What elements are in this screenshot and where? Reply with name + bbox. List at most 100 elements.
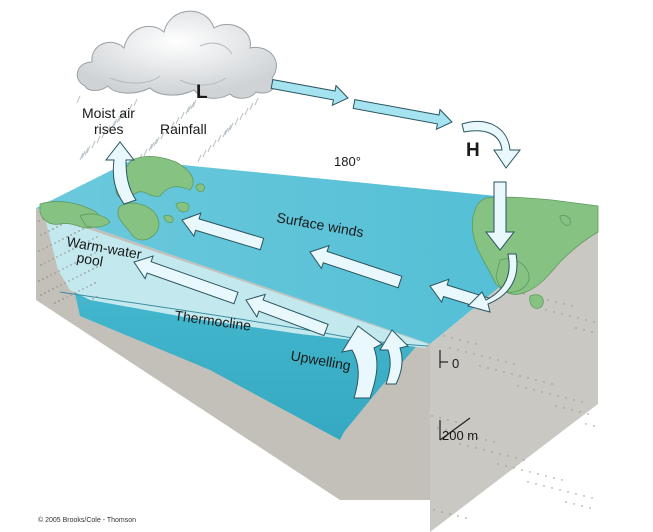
crust-speck	[513, 363, 515, 365]
rainfall-label: Rainfall	[160, 121, 207, 137]
crust-speck	[80, 244, 82, 246]
crust-speck	[571, 409, 573, 411]
crust-speck	[56, 286, 58, 288]
crust-speck	[96, 236, 98, 238]
rain-streak	[192, 99, 197, 108]
crust-speck	[431, 415, 433, 417]
crust-speck	[439, 417, 441, 419]
crust-speck	[74, 262, 76, 264]
crust-speck	[583, 495, 585, 497]
crust-speck	[80, 274, 82, 276]
crust-speck	[58, 270, 60, 272]
crust-speck	[70, 294, 72, 296]
rain-streak	[116, 115, 121, 124]
rain-streak	[239, 112, 244, 121]
crust-speck	[52, 288, 54, 290]
rain-streak	[244, 107, 249, 116]
meridian-label: 180°	[334, 154, 361, 169]
crust-speck	[555, 405, 557, 407]
crust-speck	[549, 393, 551, 395]
rain-streak	[207, 144, 212, 153]
landmass-west	[39, 156, 205, 241]
crust-speck	[46, 246, 48, 248]
crust-speck	[467, 445, 469, 447]
crust-speck	[459, 339, 461, 341]
crust-speck	[457, 515, 459, 517]
crust-speck	[433, 509, 435, 511]
crust-speck	[577, 317, 579, 319]
crust-speck	[459, 443, 461, 445]
rain-streak	[128, 103, 133, 112]
crust-speck	[593, 321, 595, 323]
crust-speck	[481, 355, 483, 357]
crust-speck	[441, 511, 443, 513]
crust-speck	[561, 313, 563, 315]
rain-streak	[86, 145, 91, 154]
upwelling-arrow-small	[379, 329, 409, 385]
warm-pool-label-line2: pool	[75, 249, 104, 269]
crust-speck	[551, 383, 553, 385]
crust-speck	[40, 234, 42, 236]
rain-streak	[143, 148, 148, 157]
low-pressure-label: L	[196, 82, 208, 103]
crust-speck	[479, 365, 481, 367]
crust-speck	[90, 254, 92, 256]
crust-speck	[44, 292, 46, 294]
crust-speck	[527, 481, 529, 483]
crust-speck	[507, 455, 509, 457]
rain-streak	[185, 106, 190, 115]
crust-speck	[589, 507, 591, 509]
moist-air-label-line2: rises	[94, 121, 124, 137]
crust-speck	[545, 475, 547, 477]
surface-wind-arrow	[245, 293, 329, 337]
crust-speck	[74, 292, 76, 294]
rain-streak	[106, 125, 111, 134]
crust-speck	[56, 226, 58, 228]
crust-speck	[561, 479, 563, 481]
crust-speck	[48, 290, 50, 292]
crust-speck	[62, 268, 64, 270]
moist-air-label-line1: Moist air	[82, 105, 135, 121]
rain-streak	[222, 129, 227, 138]
crust-speck	[475, 343, 477, 345]
crust-speck	[583, 329, 585, 331]
crust-speck	[62, 238, 64, 240]
crust-speck	[60, 284, 62, 286]
crust-speck	[525, 387, 527, 389]
rain-streak	[155, 136, 160, 145]
crust-speck	[46, 276, 48, 278]
rising-air-arrow	[104, 141, 137, 205]
rain-streak	[175, 116, 180, 125]
crust-speck	[60, 254, 62, 256]
crust-speck	[573, 399, 575, 401]
crust-speck	[86, 256, 88, 258]
depth-zero-label: 0	[452, 356, 459, 371]
high-pressure-turn-arrow	[461, 121, 522, 169]
crust-speck	[70, 234, 72, 236]
crust-speck	[495, 369, 497, 371]
crust-speck	[499, 453, 501, 455]
crust-right-face	[430, 206, 598, 532]
crust-speck	[581, 401, 583, 403]
crust-speck	[44, 262, 46, 264]
crust-speck	[457, 349, 459, 351]
rain-streak	[180, 111, 185, 120]
crust-speck	[563, 303, 565, 305]
crust-speck	[82, 288, 84, 290]
crust-speck	[559, 489, 561, 491]
crust-speck	[537, 473, 539, 475]
crust-speck	[48, 230, 50, 232]
crust-speck	[78, 260, 80, 262]
rain-streak	[150, 141, 155, 150]
rain-streak	[133, 98, 138, 107]
rain-streak	[111, 120, 116, 129]
crust-speck	[455, 421, 457, 423]
crust-speck	[553, 311, 555, 313]
crust-speck	[58, 240, 60, 242]
rain-streak	[249, 102, 254, 111]
high-pressure-label: H	[466, 140, 480, 161]
rain-streak	[165, 126, 170, 135]
rain-streak	[153, 138, 158, 147]
rain-streak	[197, 154, 202, 163]
rain-streak	[101, 130, 106, 139]
